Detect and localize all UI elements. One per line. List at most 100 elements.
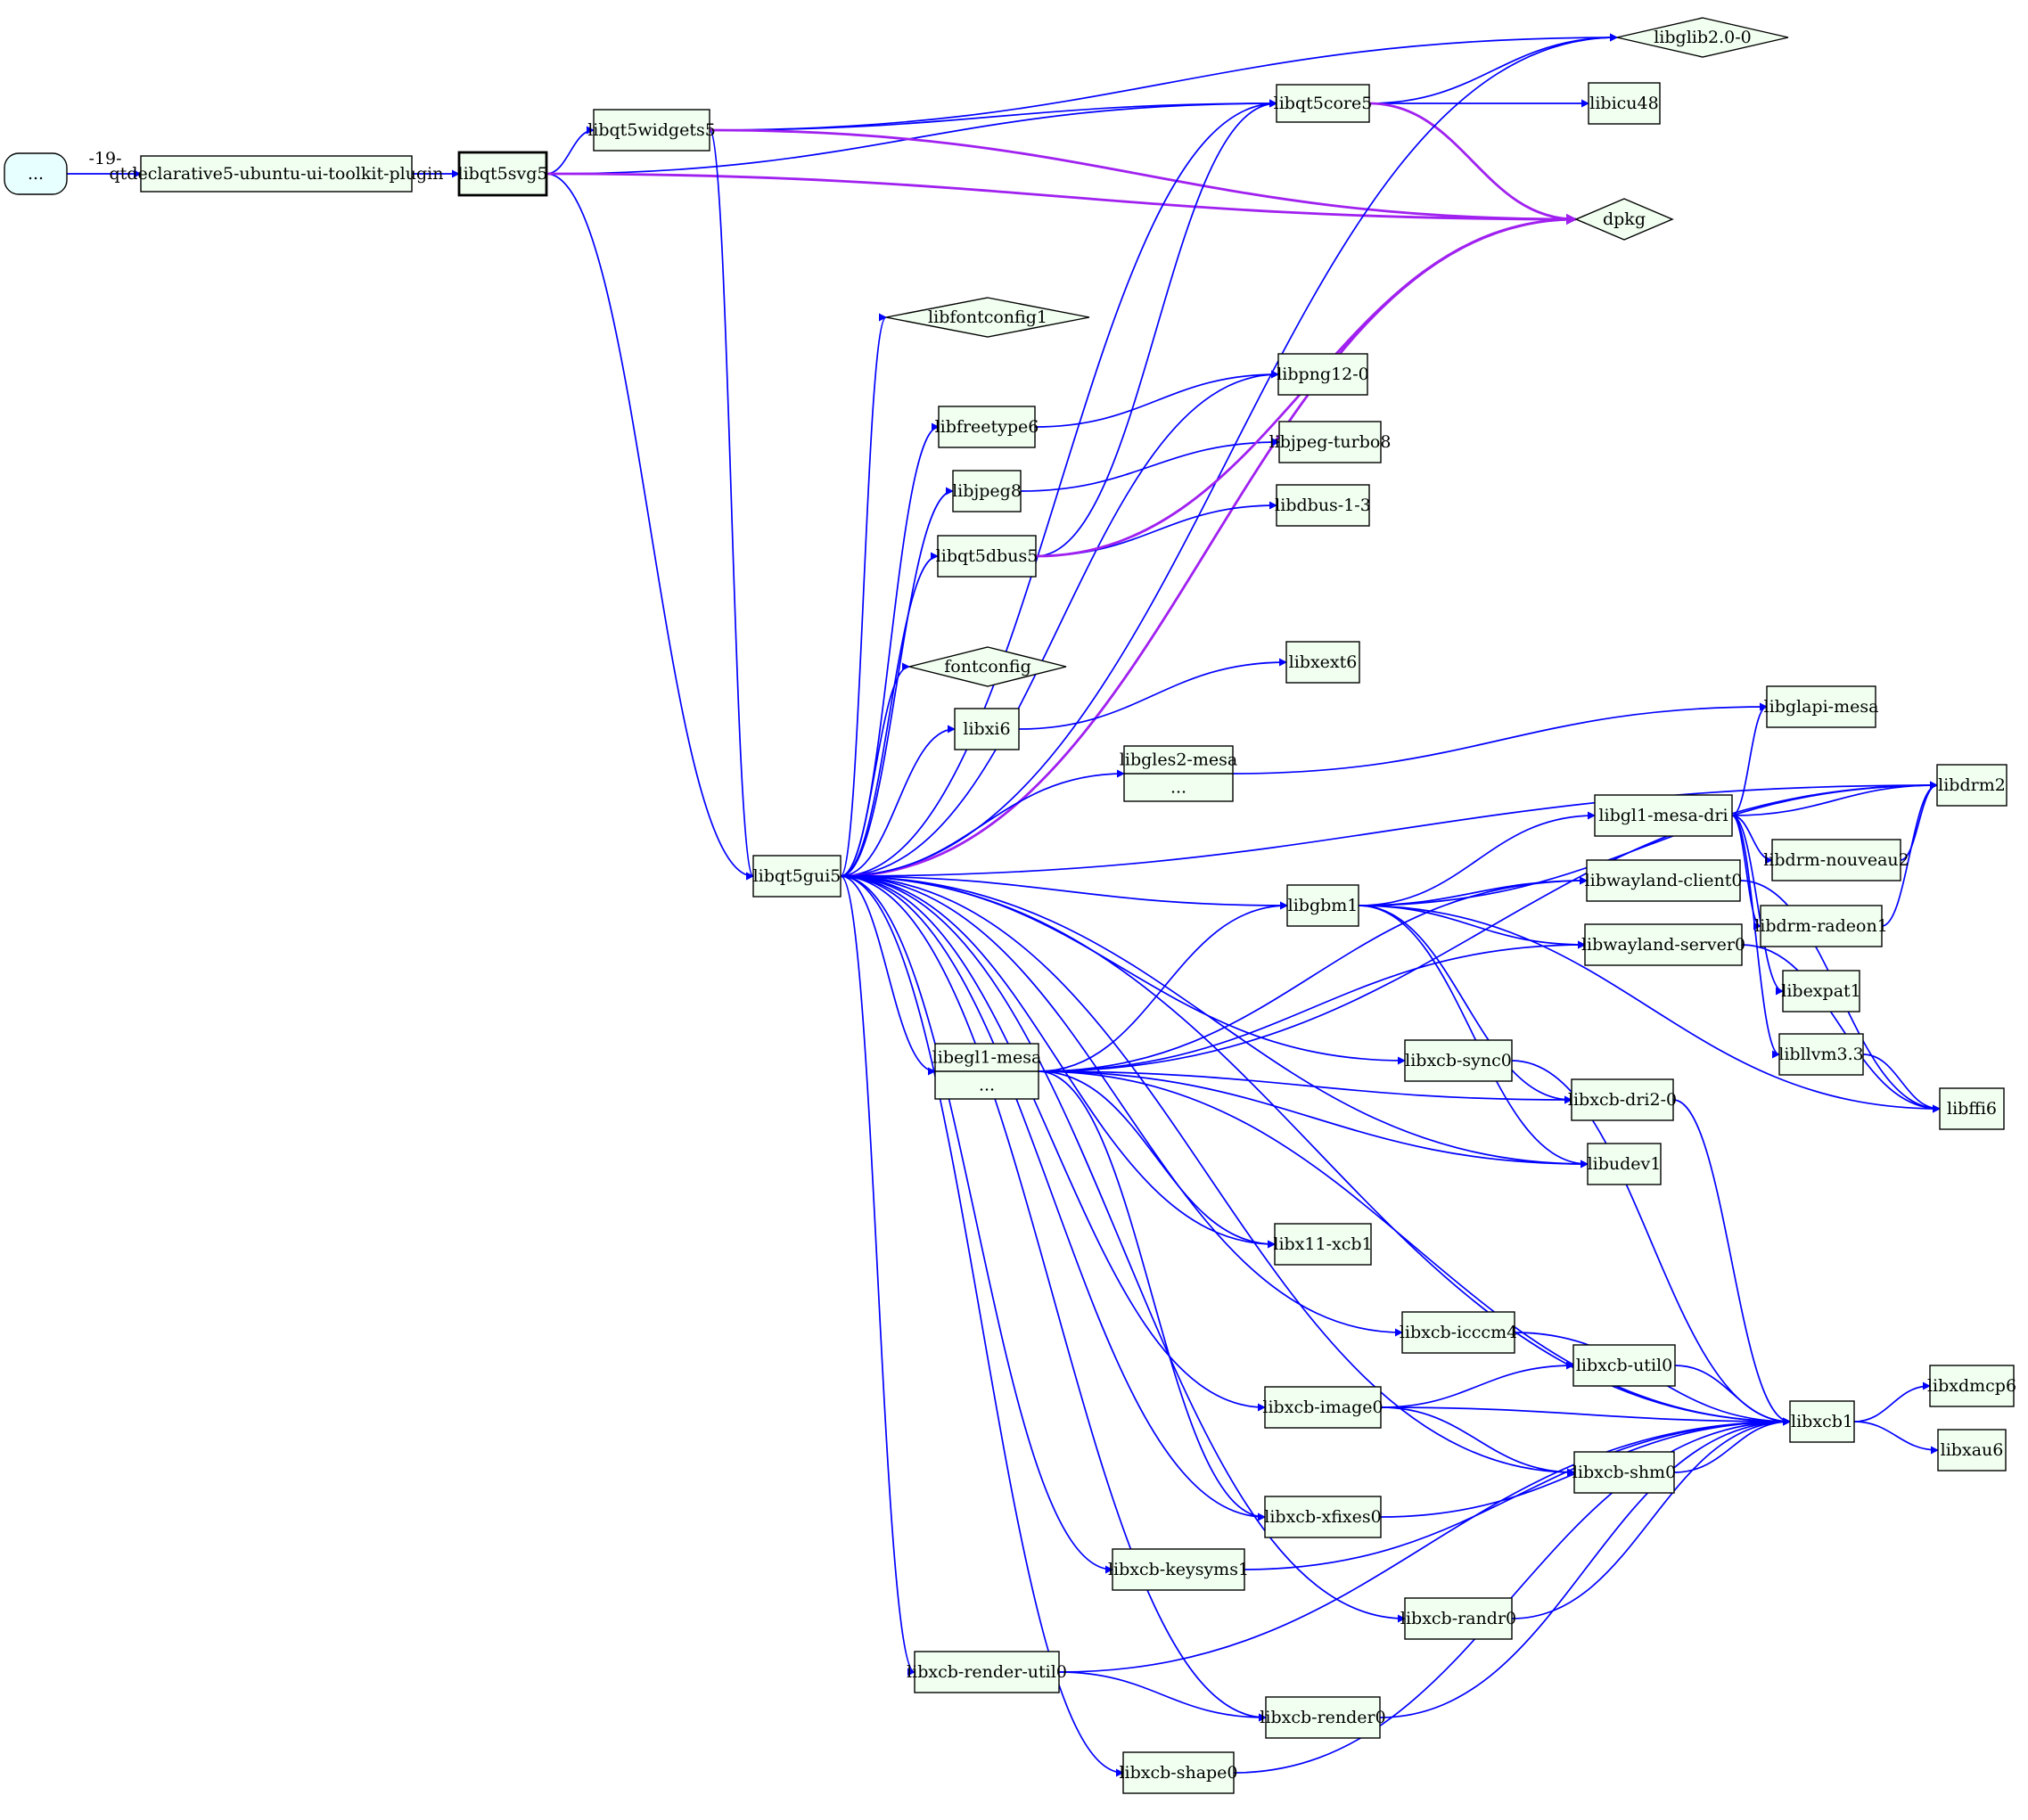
edge-widgets5-to-glib xyxy=(709,33,1618,131)
node-wlserver[interactable]: libwayland-server0 xyxy=(1581,923,1745,966)
node-gl1dri[interactable]: libgl1-mesa-dri xyxy=(1594,794,1733,837)
node-drmradeon[interactable]: libdrm-radeon1 xyxy=(1754,905,1888,947)
edge-gl1dri-to-drmradeon xyxy=(1731,815,1761,930)
node-qt5dbus5[interactable]: libqt5dbus5 xyxy=(936,535,1039,578)
node-image0[interactable]: libxcb-image0 xyxy=(1262,1386,1383,1429)
node-box-shape xyxy=(457,151,548,197)
node-xfixes0[interactable]: libxcb-xfixes0 xyxy=(1264,1496,1382,1538)
edge-egl1-to-wlclient xyxy=(1038,876,1588,1072)
node-glapi[interactable]: libglapi-mesa xyxy=(1764,685,1879,728)
node-core5[interactable]: libqt5core5 xyxy=(1274,84,1373,123)
node-box-shape xyxy=(937,535,1037,578)
node-renderutil0[interactable]: libxcb-render-util0 xyxy=(907,1651,1067,1693)
node-label: libqt5widgets5 xyxy=(587,120,716,140)
node-fontconfig[interactable]: fontconfig xyxy=(908,646,1067,687)
node-x11xcb[interactable]: libx11-xcb1 xyxy=(1273,1223,1373,1266)
node-drm2[interactable]: libdrm2 xyxy=(1936,764,2007,807)
node-diamond-shape xyxy=(1574,198,1674,241)
edge-gl1dri-to-expat1 xyxy=(1731,815,1784,996)
node-icccm4[interactable]: libxcb-icccm4 xyxy=(1400,1311,1517,1354)
node-randr0[interactable]: libxcb-randr0 xyxy=(1400,1597,1516,1640)
edge-util0-to-xcb1 xyxy=(1674,1365,1791,1426)
node-qtdecl[interactable]: qtdeclarative5-ubuntu-ui-toolkit-plugin xyxy=(110,155,444,193)
node-svg5[interactable]: libqt5svg5 xyxy=(457,151,548,197)
edge-labels-layer: -19- xyxy=(88,149,121,168)
node-xi6[interactable]: libxi6 xyxy=(954,708,1020,750)
node-llvm[interactable]: libllvm3.3 xyxy=(1778,1033,1864,1076)
node-label: libdrm2 xyxy=(1938,775,2006,795)
node-box-shape xyxy=(1789,1400,1855,1443)
edge-widgets5-to-dpkg xyxy=(709,128,1578,225)
node-glib[interactable]: libglib2.0-0 xyxy=(1616,17,1789,58)
node-expat1[interactable]: libexpat1 xyxy=(1781,970,1861,1012)
node-box-shape xyxy=(1584,923,1743,966)
node-icu48[interactable]: libicu48 xyxy=(1588,82,1661,125)
edge-gui5-to-egl1 xyxy=(840,875,936,1076)
node-render0[interactable]: libxcb-render0 xyxy=(1260,1696,1386,1739)
node-drmnouveau[interactable]: libdrm-nouveau2 xyxy=(1763,839,1909,881)
edge-render0-to-xcb1 xyxy=(1379,1417,1791,1718)
node-xext6[interactable]: libxext6 xyxy=(1285,641,1360,684)
node-box-shape xyxy=(1588,82,1661,125)
node-label: libqt5core5 xyxy=(1274,94,1373,113)
node-gbm1[interactable]: libgbm1 xyxy=(1286,884,1359,927)
node-xdmcp6[interactable]: libxdmcp6 xyxy=(1927,1365,2016,1407)
node-util0[interactable]: libxcb-util0 xyxy=(1572,1344,1676,1387)
node-shm0[interactable]: libxcb-shm0 xyxy=(1572,1451,1676,1494)
node-xau6[interactable]: libxau6 xyxy=(1937,1429,2007,1472)
edge-xcbdri2-to-xcb1 xyxy=(1672,1099,1791,1426)
edge-xcb1-to-xdmcp6 xyxy=(1853,1381,1931,1422)
node-label: libllvm3.3 xyxy=(1778,1045,1863,1064)
node-box-shape xyxy=(1778,1033,1864,1076)
node-label: fontconfig xyxy=(944,657,1031,676)
node-gui5[interactable]: libqt5gui5 xyxy=(752,855,842,898)
edge-gui5-to-gles2 xyxy=(840,769,1125,877)
node-widgets5[interactable]: libqt5widgets5 xyxy=(587,109,716,152)
node-label: libjpeg-turbo8 xyxy=(1269,432,1392,452)
edge-shape0-to-xcb1 xyxy=(1233,1417,1791,1774)
edge-image0-to-xcb1 xyxy=(1380,1406,1791,1426)
edge-svg5-to-widgets5 xyxy=(546,126,595,175)
edge-gui5-to-fontconfig1 xyxy=(840,313,887,877)
nodes-layer: ... qtdeclarative5-ubuntu-ui-toolkit-plug… xyxy=(4,17,2016,1794)
node-label: libdrm-nouveau2 xyxy=(1763,850,1909,870)
node-xcb1[interactable]: libxcb1 xyxy=(1789,1400,1855,1443)
node-dbus13[interactable]: libdbus-1-3 xyxy=(1275,484,1371,527)
node-jpeg8[interactable]: libjpeg8 xyxy=(952,470,1022,512)
node-label: qtdeclarative5-ubuntu-ui-toolkit-plugin xyxy=(110,164,444,184)
node-box-shape xyxy=(1286,884,1359,927)
node-freetype6[interactable]: libfreetype6 xyxy=(935,406,1039,448)
node-box-shape xyxy=(1571,1078,1674,1121)
edge-gbm1-to-wlserver xyxy=(1358,905,1586,949)
node-ffi6[interactable]: libffi6 xyxy=(1939,1087,2005,1130)
node-egl1[interactable]: libegl1-mesa... xyxy=(932,1043,1042,1100)
node-udev1[interactable]: libudev1 xyxy=(1587,1143,1662,1185)
node-label: libudev1 xyxy=(1588,1154,1662,1174)
edge-egl1-to-drm2 xyxy=(1038,781,1938,1072)
node-box-shape xyxy=(1264,1496,1382,1538)
node-dpkg[interactable]: dpkg xyxy=(1574,198,1674,241)
edge-gui5-to-udev1 xyxy=(840,875,1589,1168)
node-label: libgl1-mesa-dri xyxy=(1598,806,1728,825)
node-start[interactable]: ... xyxy=(4,152,68,195)
node-label: libfontconfig1 xyxy=(928,307,1047,327)
node-xcbdri2[interactable]: libxcb-dri2-0 xyxy=(1568,1078,1677,1121)
edge-image0-to-shm0 xyxy=(1380,1406,1575,1477)
edge-drmradeon-to-drm2 xyxy=(1881,781,1938,927)
node-label: libxcb-shape0 xyxy=(1119,1763,1237,1783)
node-xcbsync[interactable]: libxcb-sync0 xyxy=(1404,1039,1513,1082)
node-box-shape xyxy=(1572,1344,1676,1387)
node-wlclient[interactable]: libwayland-client0 xyxy=(1585,859,1743,902)
node-fontconfig1[interactable]: libfontconfig1 xyxy=(885,297,1090,338)
edge-wlserver-to-ffi6 xyxy=(1741,944,1941,1113)
node-shape0[interactable]: libxcb-shape0 xyxy=(1119,1751,1238,1794)
node-keysyms1[interactable]: libxcb-keysyms1 xyxy=(1108,1548,1249,1591)
edge-randr0-to-xcb1 xyxy=(1511,1417,1791,1619)
edge-svg5-to-gui5 xyxy=(546,173,754,881)
node-label: libxcb-image0 xyxy=(1262,1398,1383,1417)
node-png12[interactable]: libpng12-0 xyxy=(1277,353,1369,396)
edge-gui5-to-qt5dbus5 xyxy=(840,552,939,877)
edge-gui5-to-drm2 xyxy=(840,781,1938,877)
node-jpegturbo[interactable]: libjpeg-turbo8 xyxy=(1269,421,1392,463)
node-gles2[interactable]: libgles2-mesa... xyxy=(1120,745,1237,802)
